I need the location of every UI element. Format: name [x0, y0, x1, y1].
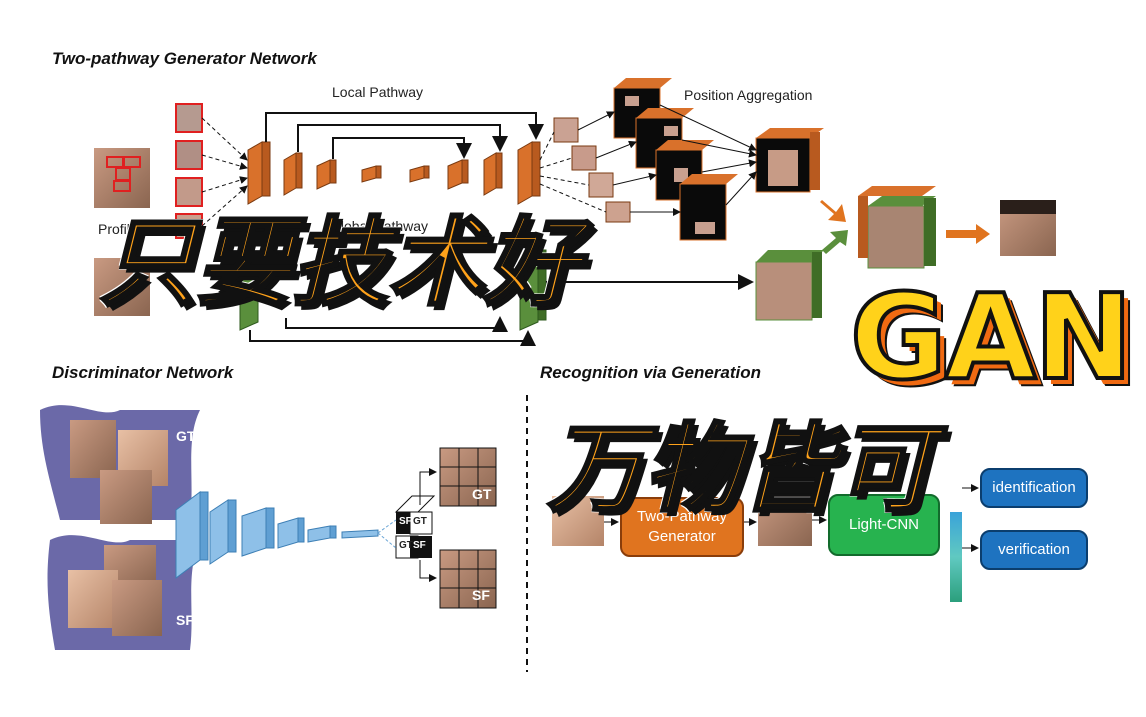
- overlay-line-1: 只要技术好: [99, 207, 582, 320]
- frontal-output-hair: [1000, 200, 1056, 214]
- recognition-input-face: [552, 496, 604, 546]
- global-output-face: [755, 250, 824, 321]
- merge-arrow-orange: [820, 200, 846, 222]
- position-aggregation-canvases: [577, 78, 738, 241]
- overlay-line-2: 万物皆可: [547, 413, 934, 526]
- discriminator-title: Discriminator Network: [52, 363, 234, 382]
- generator-box: Two-Pathway Generator: [620, 497, 744, 557]
- local-pathway-blocks: [247, 141, 541, 205]
- verification-box: verification: [980, 530, 1088, 570]
- discriminator-output-faces: [439, 447, 497, 609]
- local-pathway-label: Local Pathway: [332, 84, 424, 100]
- grid-sf-label-2: SF: [413, 540, 426, 551]
- gt-output-label: GT: [472, 486, 492, 502]
- identification-box: identification: [980, 468, 1088, 508]
- light-cnn-box: Light-CNN: [828, 494, 940, 556]
- grid-sf-label-1: SF: [399, 516, 412, 527]
- recognition-frontal-face: [758, 494, 812, 546]
- global-pathway-blocks: [239, 249, 547, 331]
- merge-arrow-green: [822, 230, 848, 254]
- position-aggregation-label: Position Aggregation: [684, 87, 813, 103]
- fused-face: [858, 186, 936, 269]
- global-pathway-label: Global Pathway: [330, 218, 429, 234]
- profile-label: Profile: [98, 221, 138, 237]
- grid-gt-label-1: GT: [413, 516, 427, 527]
- discriminator-grid: [377, 468, 437, 582]
- output-arrow: [946, 224, 990, 244]
- generated-local-patches: [539, 117, 631, 223]
- overlay-gan: GAN: [848, 268, 1135, 406]
- discriminator-input-sheets: [40, 405, 201, 650]
- local-skip-connections: [265, 112, 544, 159]
- aggregated-face: [659, 104, 824, 206]
- gt-label-sheet: GT: [176, 428, 196, 444]
- sf-label-sheet: SF: [176, 612, 194, 628]
- profile-face-lower: [94, 258, 150, 316]
- local-patches: [175, 103, 248, 239]
- feature-bar: [950, 512, 962, 602]
- recognition-title: Recognition via Generation: [540, 363, 762, 382]
- discriminator-blocks: [175, 491, 379, 579]
- grid-gt-label-2: GT: [399, 540, 413, 551]
- global-skip-connections: [249, 316, 536, 346]
- generator-title: Two-pathway Generator Network: [52, 49, 317, 68]
- sf-output-label: SF: [472, 587, 490, 603]
- profile-face-image: [94, 148, 150, 208]
